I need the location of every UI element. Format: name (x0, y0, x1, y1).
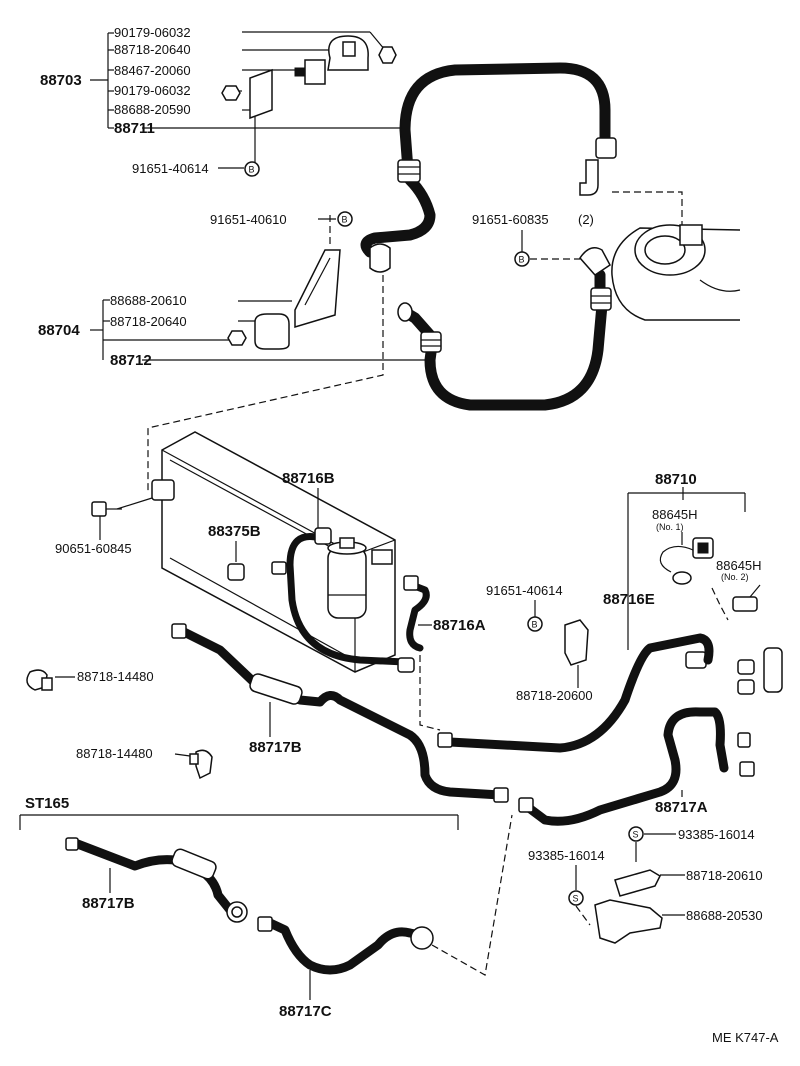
label-88717B-a: 88717B (249, 739, 302, 756)
label-88712: 88712 (110, 352, 152, 369)
label-88716B: 88716B (282, 470, 335, 487)
label-88645H-1: 88645H (652, 507, 698, 522)
label-91651-60835: 91651-60835 (472, 212, 549, 227)
label-88718-14480-a: 88718-14480 (77, 669, 154, 684)
label-ST165: ST165 (25, 795, 69, 812)
label-93385-16014-a: 93385-16014 (678, 827, 755, 842)
label-88718-20610: 88718-20610 (686, 868, 763, 883)
label-88716A: 88716A (433, 617, 486, 634)
bracket-icon (249, 68, 273, 120)
label-91651-60835-qty: (2) (578, 212, 594, 227)
label-91651-40614-a: 91651-40614 (132, 161, 209, 176)
hose-88711 (360, 62, 617, 273)
cushion-icon (304, 59, 326, 85)
label-88718-14480-b: 88718-14480 (76, 746, 153, 761)
bolt-icon (91, 501, 122, 517)
label-90179-06032-a: 90179-06032 (114, 25, 191, 40)
bracket-group-88704 (90, 249, 425, 361)
label-88717A: 88717A (655, 799, 708, 816)
label-88717B-b: 88717B (82, 895, 135, 912)
label-91651-40614-b: 91651-40614 (486, 583, 563, 598)
label-88645H-2: 88645H (716, 558, 762, 573)
label-88688-20530: 88688-20530 (686, 908, 763, 923)
cap-icon (227, 563, 245, 581)
label-88718-20640-a: 88718-20640 (114, 42, 191, 57)
svg-text:B: B (342, 215, 348, 225)
receiver-drier-icon (327, 537, 393, 619)
label-88718-20600: 88718-20600 (516, 688, 593, 703)
pressure-switch-icon (732, 584, 761, 612)
label-88711: 88711 (114, 120, 155, 137)
hose-88712 (397, 247, 612, 411)
label-88688-20610: 88688-20610 (110, 293, 187, 308)
clamp-icon (564, 619, 589, 666)
label-88688-20590: 88688-20590 (114, 102, 191, 117)
fitting-icon (685, 647, 783, 695)
label-88717C: 88717C (279, 1003, 332, 1020)
label-91651-40610: 91651-40610 (210, 212, 287, 227)
label-88704: 88704 (38, 322, 80, 339)
svg-text:B: B (532, 620, 538, 630)
label-88710: 88710 (655, 471, 697, 488)
label-88645H-1-note: (No. 1) (656, 522, 684, 532)
nut-icon (378, 46, 397, 64)
bracket-group-88703: B (90, 31, 405, 177)
svg-text:S: S (633, 830, 639, 840)
label-88375B: 88375B (208, 523, 261, 540)
label-88645H-2-note: (No. 2) (721, 572, 749, 582)
clamp-icon (189, 749, 213, 780)
label-88718-20640-b: 88718-20640 (110, 314, 187, 329)
label-88467-20060: 88467-20060 (114, 63, 191, 78)
svg-text:S: S (573, 894, 579, 904)
clamp-icon (254, 313, 290, 350)
svg-text:B: B (249, 165, 255, 175)
label-90651-60845: 90651-60845 (55, 541, 132, 556)
bracket-icon (594, 869, 663, 944)
label-93385-16014-b: 93385-16014 (528, 848, 605, 863)
label-90179-06032-b: 90179-06032 (114, 83, 191, 98)
label-88703: 88703 (40, 72, 82, 89)
pressure-switch-icon (659, 532, 714, 585)
svg-text:B: B (519, 255, 525, 265)
label-88716E: 88716E (603, 591, 655, 608)
bracket-icon (294, 249, 341, 329)
figure-code: ME K747-A (712, 1030, 779, 1045)
compressor-icon (611, 224, 741, 321)
clamp-icon (26, 669, 53, 691)
